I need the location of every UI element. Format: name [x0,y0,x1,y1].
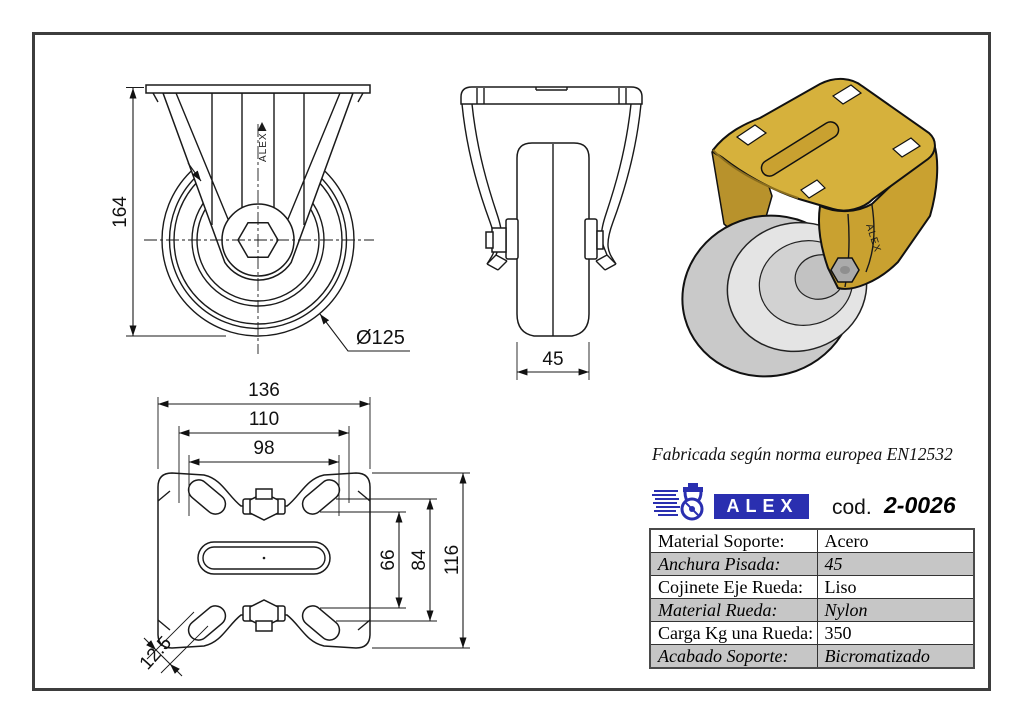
spec-row: Anchura Pisada: 45 [649,552,975,576]
spec-value: Liso [816,575,975,599]
dimension-width-45: 45 [516,342,590,380]
iso-bolt-face [840,266,850,274]
spec-label: Cojinete Eje Rueda: [649,575,818,599]
dimension-98: 98 [188,438,340,516]
plate-tabs [152,92,364,103]
annotation-arrow [187,162,202,182]
svg-text:Ø125: Ø125 [356,327,405,349]
code-label: cod. [832,496,872,519]
spec-row: Acabado Soporte: Bicromatizado [649,644,975,669]
iso-plate-slots [735,84,922,199]
spec-row: Material Rueda: Nylon [649,598,975,622]
spec-row: Carga Kg una Rueda: 350 [649,621,975,645]
side-plate-details [476,87,627,104]
svg-text:98: 98 [253,438,274,459]
axle-bolt [491,227,507,253]
dimension-116: 116 [372,472,470,649]
plate-center-dot [262,556,266,560]
svg-text:110: 110 [249,409,279,430]
standard-note: Fabricada según norma europea EN12532 [652,444,953,464]
centerlines [144,124,374,354]
spec-value: Bicromatizado [816,644,975,669]
iso-central-slot [760,121,840,177]
alex-caster-logo-icon [652,483,704,521]
side-top-plate [460,86,643,105]
svg-text:84: 84 [409,549,430,571]
code-value: 2-0026 [884,492,956,518]
dimension-66: 66 [320,511,406,609]
front-brand-mark: ALEX [258,132,269,162]
iso-view: ALEX [681,78,939,378]
top-plate [145,84,371,94]
dimension-136: 136 [157,380,371,469]
svg-text:45: 45 [542,349,563,370]
spec-value: 350 [816,621,975,645]
alex-logo-wordmark: ALEX [714,494,809,519]
svg-text:164: 164 [110,196,131,228]
kingpin-nut-bottom [242,599,286,632]
corner-slots [187,479,341,641]
right-hub-plate [584,218,598,260]
spec-label: Carga Kg una Rueda: [649,621,818,645]
spec-label: Material Rueda: [649,598,818,622]
brand-arrow [257,122,267,131]
spec-table: Material Soporte: Acero Anchura Pisada: … [649,528,975,669]
svg-text:116: 116 [442,545,463,575]
front-view: ALEX 164 Ø125 [110,84,410,354]
drawing-border-frame [32,32,991,691]
spec-label: Acabado Soporte: [649,644,818,669]
left-hub-plate [505,218,519,260]
spec-row: Cojinete Eje Rueda: Liso [649,575,975,599]
spec-value: 45 [816,552,975,576]
fork-inner-edges [175,92,341,254]
spec-label: Material Soporte: [649,528,818,553]
central-slot-inner [202,546,326,570]
dimension-diameter-125: Ø125 [319,313,410,352]
side-view: 45 [460,86,643,380]
svg-text:66: 66 [378,549,399,570]
kingpin-nut-top [242,488,286,521]
spec-label: Anchura Pisada: [649,552,818,576]
axle-nut-right [596,230,604,250]
dimension-height-164: 164 [110,87,226,337]
dimension-110: 110 [178,409,350,503]
dimension-84: 84 [336,498,437,622]
spec-value: Nylon [816,598,975,622]
axle-bolt-head [485,231,494,249]
spec-row: Material Soporte: Acero [649,528,975,553]
svg-text:136: 136 [248,380,280,401]
top-view: 136 110 98 66 84 [136,380,470,677]
plate-chamfer-ticks [157,490,371,631]
spec-value: Acero [816,528,975,553]
iso-plate-edge [712,149,799,199]
